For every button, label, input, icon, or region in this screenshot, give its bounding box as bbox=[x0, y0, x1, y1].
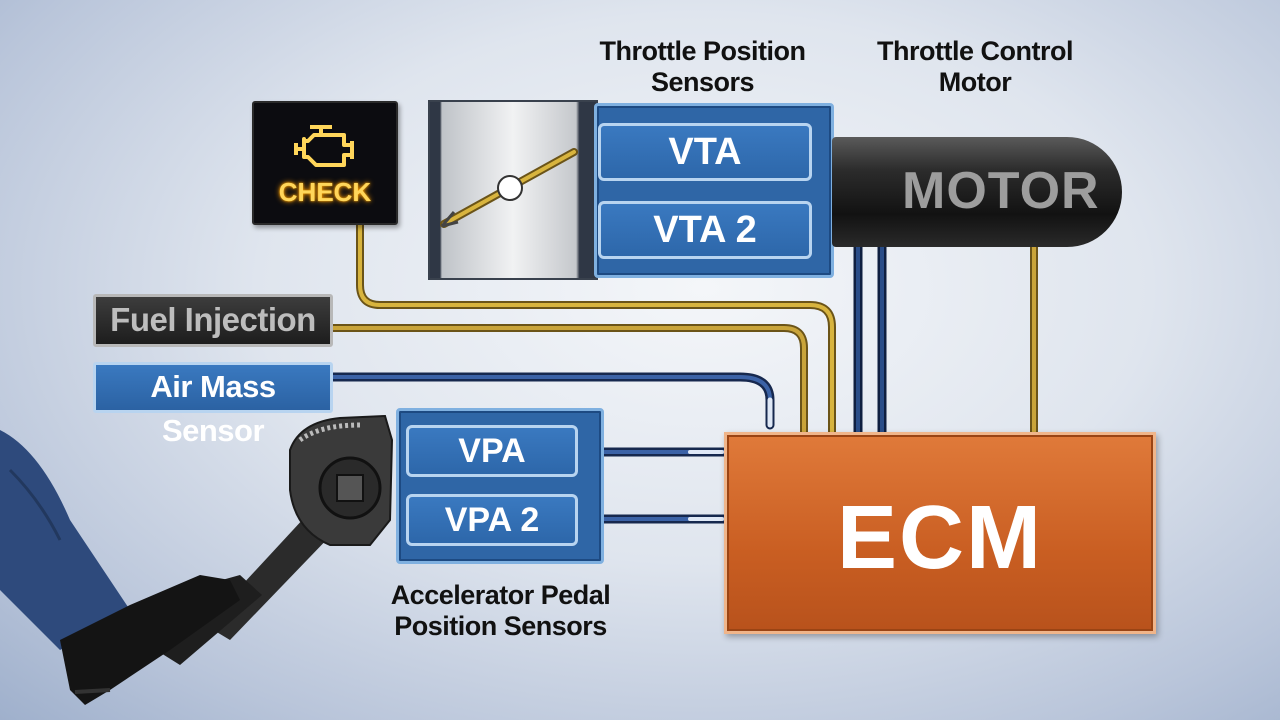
vpa2-sensor: VPA 2 bbox=[406, 494, 578, 546]
ecm-box: ECM bbox=[724, 432, 1156, 634]
throttle-body bbox=[428, 100, 598, 280]
vta2-sensor: VTA 2 bbox=[598, 201, 812, 259]
motor-text: MOTOR bbox=[902, 162, 1100, 220]
fuel-injection-box: Fuel Injection bbox=[93, 294, 333, 347]
check-text: CHECK bbox=[278, 177, 372, 207]
ecm-text: ECM bbox=[837, 488, 1043, 588]
throttle-plate bbox=[440, 148, 578, 228]
air-mass-sensor-box: Air Mass Sensor bbox=[93, 362, 333, 448]
vpa-sensor: VPA bbox=[406, 425, 578, 477]
shoe bbox=[60, 575, 240, 705]
leg bbox=[0, 430, 130, 650]
throttle-motor: MOTOR bbox=[832, 137, 1122, 247]
accelerator-pedal-illustration bbox=[0, 414, 394, 705]
engine-icon bbox=[294, 125, 354, 167]
check-engine-light: CHECK bbox=[252, 101, 398, 225]
vta-sensor: VTA bbox=[598, 123, 812, 181]
